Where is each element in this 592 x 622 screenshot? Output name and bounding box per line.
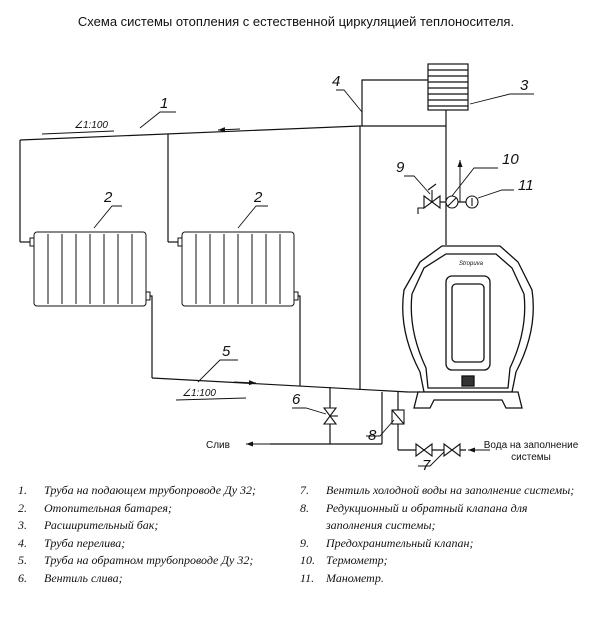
legend-left: 1.Труба на подающем трубопроводе Ду 32; … [18, 482, 290, 588]
label-1: 1 [160, 95, 168, 112]
drain-label: Слив [206, 440, 230, 451]
label-2a: 2 [103, 189, 113, 206]
legend-item: 5.Труба на обратном трубопроводе Ду 32; [18, 553, 254, 568]
expansion-tank [427, 63, 469, 111]
leader-10 [451, 167, 498, 197]
legend-item: 10.Термометр; [300, 553, 388, 568]
leader-2a [93, 205, 122, 229]
label-5: 5 [222, 343, 231, 360]
safety-valve [417, 183, 441, 214]
radiator-right [177, 231, 299, 307]
cold-water-valve [415, 442, 461, 458]
legend-item: 8.Редукционный и обратный клапана для за… [300, 500, 528, 533]
leader-4 [336, 89, 363, 113]
radiator-left [29, 231, 151, 307]
leader-6 [292, 407, 327, 415]
label-9: 9 [396, 159, 405, 176]
legend-item: 2.Отопительная батарея; [18, 500, 172, 515]
slope-bottom-underline [175, 397, 247, 401]
supply-pipe [19, 125, 446, 390]
label-4: 4 [332, 73, 340, 90]
drain-branch [270, 387, 383, 445]
slope-top-underline [41, 130, 115, 135]
label-7: 7 [422, 457, 431, 474]
manometer-icon [465, 195, 479, 209]
label-11: 11 [518, 177, 534, 194]
leader-9 [404, 175, 431, 195]
boiler-brand: Stropuva [459, 261, 484, 267]
leader-11 [477, 189, 514, 199]
flow-arrow-return [233, 380, 257, 386]
diagram-title: Схема системы отопления с естественной ц… [77, 14, 515, 29]
legend-item: 11.Манометр. [300, 570, 384, 585]
leader-7 [418, 451, 445, 467]
label-3: 3 [520, 77, 529, 94]
leader-8 [366, 419, 395, 437]
drain-valve [322, 407, 338, 425]
boiler [402, 245, 534, 409]
slope-top-label: ∠1:100 [74, 120, 108, 131]
flow-arrow-supply [217, 127, 241, 133]
water-fill-label: Вода на заполнение системы [483, 440, 579, 463]
leader-3 [469, 93, 534, 105]
thermometer-icon [445, 195, 459, 209]
label-8: 8 [368, 427, 377, 444]
return-pipe [150, 295, 420, 393]
leader-5 [197, 359, 238, 383]
legend-item: 1.Труба на подающем трубопроводе Ду 32; [18, 483, 257, 497]
label-10: 10 [502, 151, 519, 168]
legend-item: 7.Вентиль холодной воды на заполнение си… [300, 483, 575, 497]
legend-item: 9.Предохранительный клапан; [300, 535, 474, 550]
boiler-supply-riser [432, 110, 466, 245]
overflow-pipe [361, 79, 428, 126]
slope-bottom-label: ∠1:100 [182, 388, 216, 399]
legend-item: 3.Расширительный бак; [18, 518, 159, 533]
leader-2b [237, 205, 268, 229]
label-6: 6 [292, 391, 301, 408]
label-2b: 2 [253, 189, 263, 206]
leader-1 [139, 111, 176, 129]
legend-item: 4.Труба перелива; [18, 535, 126, 550]
legend-right: 7.Вентиль холодной воды на заполнение си… [300, 482, 578, 588]
legend-item: 6.Вентиль слива; [18, 570, 123, 585]
reducer-check-valve [391, 409, 405, 425]
